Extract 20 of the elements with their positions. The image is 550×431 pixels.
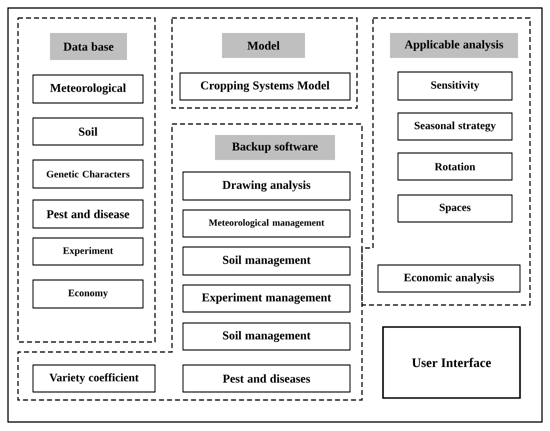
text-box: User Interface (382, 326, 521, 399)
text-box: Economy (32, 280, 144, 308)
text-box: Seasonal strategy (398, 112, 512, 140)
text-box: Soil management (182, 322, 350, 350)
text-box: Sensitivity (398, 72, 512, 100)
text-box: Experiment (32, 238, 144, 266)
text-box: Genetic Characters (32, 160, 144, 188)
text-box: Pest and diseases (182, 364, 350, 392)
text-box: Economic analysis (378, 264, 520, 292)
text-box: Experiment management (182, 284, 350, 312)
text-box: Spaces (398, 194, 512, 222)
text-box: Pest and disease (32, 200, 144, 228)
text-box: Drawing analysis (182, 172, 350, 200)
text-box: Meteorological management (182, 210, 350, 238)
text-box: Rotation (398, 152, 512, 180)
text-box: Soil (32, 118, 144, 146)
text-box: Variety coefficient (32, 364, 156, 392)
text-box: Soil management (182, 246, 350, 276)
text-box: Meteorological (32, 74, 144, 104)
text-box: Cropping Systems Model (180, 72, 350, 100)
